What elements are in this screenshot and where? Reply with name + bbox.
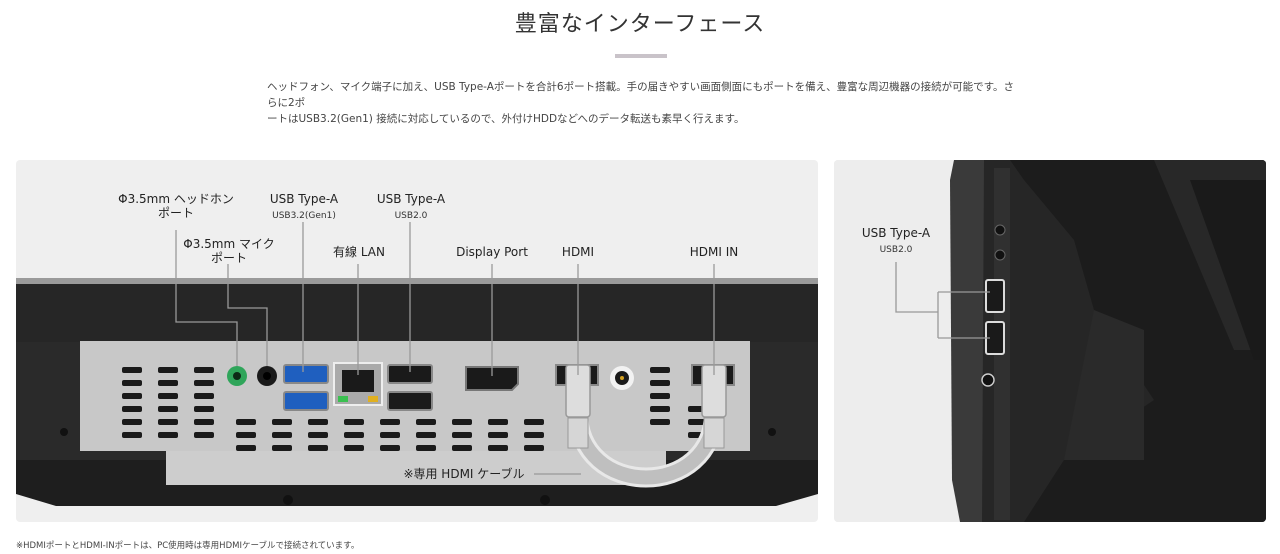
label-headphone-line1: Φ3.5mm ヘッドホン <box>118 192 234 206</box>
description-line-1: ヘッドフォン、マイク端子に加え、USB Type-Aポートを合計6ポート搭載。手… <box>267 81 1015 109</box>
label-mic-port: Φ3.5mm マイク ポート <box>174 237 284 265</box>
label-headphone-port: Φ3.5mm ヘッドホン ポート <box>116 192 236 220</box>
footnote: ※HDMIポートとHDMI-INポートは、PC使用時は専用HDMIケーブルで接続… <box>16 541 360 551</box>
side-panel-image: USB Type-A USB2.0 <box>834 160 1266 522</box>
label-side-usb-title: USB Type-A <box>861 226 931 240</box>
label-usb20-title: USB Type-A <box>376 192 446 206</box>
label-usb32: USB Type-A USB3.2(Gen1) <box>264 192 344 223</box>
label-mic-line2: ポート <box>210 251 247 265</box>
label-headphone-line2: ポート <box>157 206 194 220</box>
label-usb20: USB Type-A USB2.0 <box>371 192 451 223</box>
description: ヘッドフォン、マイク端子に加え、USB Type-Aポートを合計6ポート搭載。手… <box>267 79 1017 127</box>
label-mic-line1: Φ3.5mm マイク <box>183 237 275 251</box>
label-hdmi: HDMI <box>561 245 595 259</box>
description-line-2: ートはUSB3.2(Gen1) 接続に対応しているので、外付けHDDなどへのデー… <box>267 113 745 125</box>
side-panel-illustration <box>834 160 1266 522</box>
back-panel-illustration <box>16 222 818 506</box>
label-side-usb: USB Type-A USB2.0 <box>856 226 936 257</box>
label-usb32-title: USB Type-A <box>269 192 339 206</box>
title-underline <box>615 54 667 58</box>
label-usb20-sub: USB2.0 <box>394 211 428 221</box>
label-lan: 有線 LAN <box>333 245 385 259</box>
label-side-usb-sub: USB2.0 <box>879 245 913 255</box>
label-hdmi-in: HDMI IN <box>689 245 739 259</box>
label-usb32-sub: USB3.2(Gen1) <box>272 211 336 221</box>
label-displayport: Display Port <box>456 245 528 259</box>
back-panel-image: Φ3.5mm ヘッドホン ポート Φ3.5mm マイク ポート USB Type… <box>16 160 818 522</box>
page-title: 豊富なインターフェース <box>514 12 766 37</box>
label-hdmi-cable: ※専用 HDMI ケーブル <box>403 467 525 481</box>
